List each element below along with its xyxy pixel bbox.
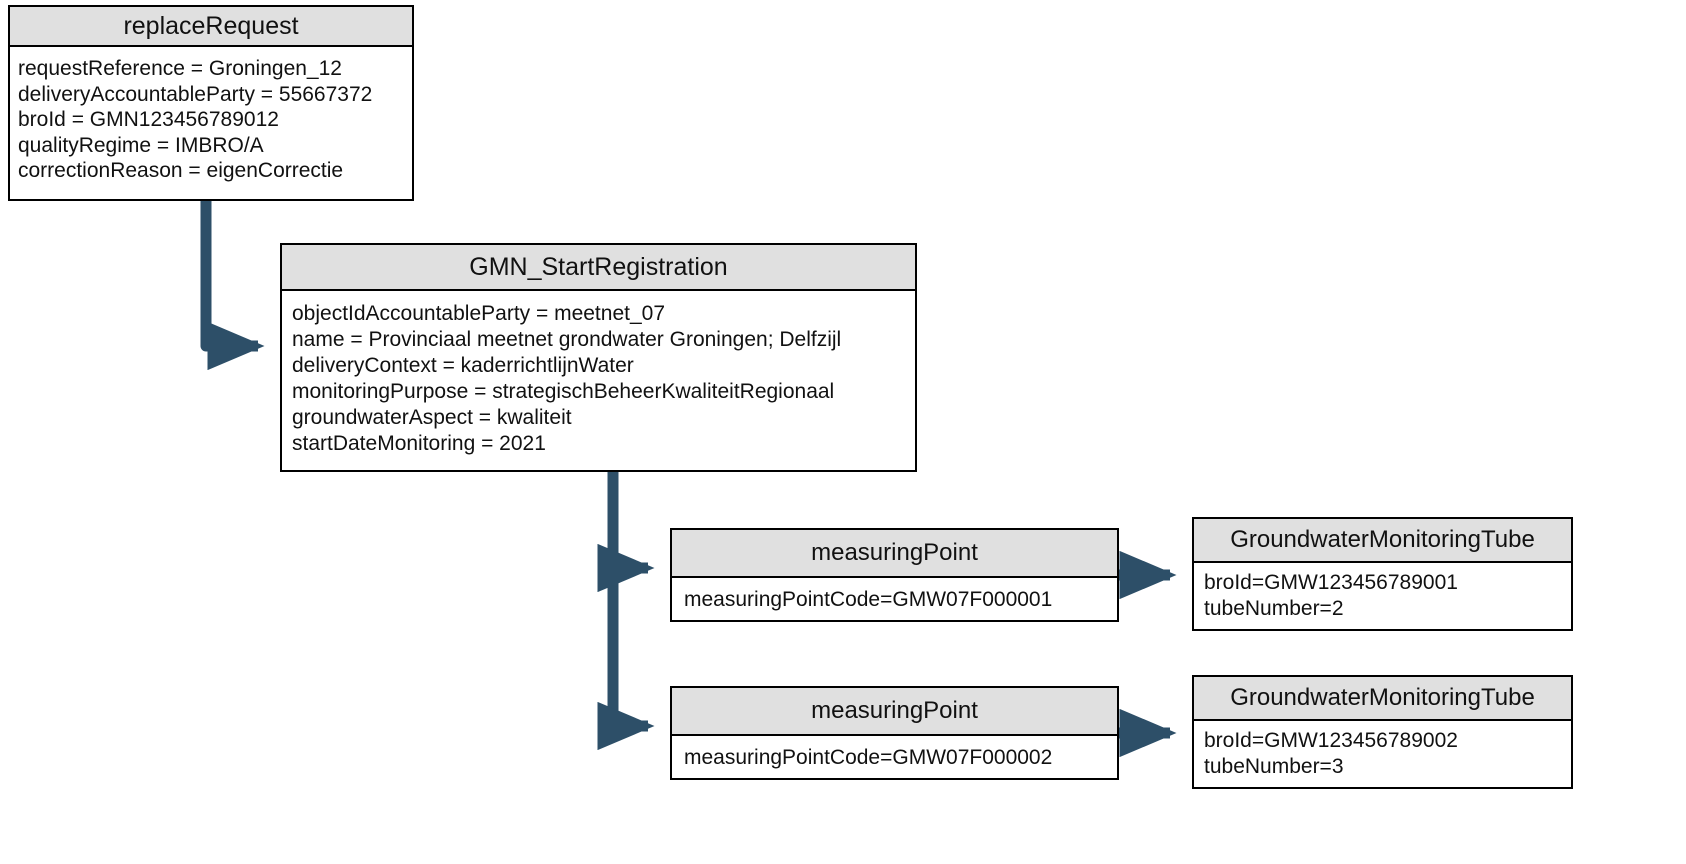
object-box-gmn-start-registration[interactable]: GMN_StartRegistration objectIdAccountabl… xyxy=(280,243,917,472)
object-box-attributes-groundwater-monitoring-tube-1: broId=GMW123456789001 tubeNumber=2 xyxy=(1194,563,1571,621)
object-box-attributes-measuring-point-2: measuringPointCode=GMW07F000002 xyxy=(672,736,1117,770)
attribute-row: tubeNumber=2 xyxy=(1204,596,1344,620)
object-box-replace-request[interactable]: replaceRequest requestReference = Gronin… xyxy=(8,5,414,201)
object-box-title-groundwater-monitoring-tube-2: GroundwaterMonitoringTube xyxy=(1194,677,1571,721)
object-box-title-measuring-point-1: measuringPoint xyxy=(672,530,1117,578)
object-box-attributes-groundwater-monitoring-tube-2: broId=GMW123456789002 tubeNumber=3 xyxy=(1194,721,1571,779)
object-box-attributes-replace-request: requestReference = Groningen_12 delivery… xyxy=(10,47,412,184)
object-box-title-gmn-start-registration: GMN_StartRegistration xyxy=(282,245,915,291)
attribute-row: startDateMonitoring = 2021 xyxy=(292,432,546,455)
attribute-row: tubeNumber=3 xyxy=(1204,754,1344,778)
object-box-title-replace-request: replaceRequest xyxy=(10,7,412,47)
object-box-title-groundwater-monitoring-tube-1: GroundwaterMonitoringTube xyxy=(1194,519,1571,563)
object-box-groundwater-monitoring-tube-2[interactable]: GroundwaterMonitoringTube broId=GMW12345… xyxy=(1192,675,1573,789)
object-box-title-measuring-point-2: measuringPoint xyxy=(672,688,1117,736)
attribute-row: broId=GMW123456789001 xyxy=(1204,571,1458,594)
object-box-measuring-point-2[interactable]: measuringPoint measuringPointCode=GMW07F… xyxy=(670,686,1119,780)
attribute-row: requestReference = Groningen_12 xyxy=(18,57,342,80)
attribute-row: monitoringPurpose = strategischBeheerKwa… xyxy=(292,380,835,403)
attribute-row: correctionReason = eigenCorrectie xyxy=(18,159,344,182)
connector-replace-request-to-gmn-start-registration xyxy=(200,201,265,371)
attribute-row: measuringPointCode=GMW07F000001 xyxy=(684,588,1053,611)
connector-gmn-start-registration-to-measuring-point-2 xyxy=(597,472,655,751)
object-box-attributes-measuring-point-1: measuringPointCode=GMW07F000001 xyxy=(672,578,1117,612)
object-box-groundwater-monitoring-tube-1[interactable]: GroundwaterMonitoringTube broId=GMW12345… xyxy=(1192,517,1573,631)
attribute-row: broId=GMW123456789002 xyxy=(1204,729,1458,752)
attribute-row: measuringPointCode=GMW07F000002 xyxy=(684,746,1053,769)
attribute-row: broId = GMN123456789012 xyxy=(18,108,279,131)
object-box-measuring-point-1[interactable]: measuringPoint measuringPointCode=GMW07F… xyxy=(670,528,1119,622)
attribute-row: deliveryAccountableParty = 55667372 xyxy=(18,82,373,106)
attribute-row: groundwaterAspect = kwaliteit xyxy=(292,406,572,429)
attribute-row: name = Provinciaal meetnet grondwater Gr… xyxy=(292,328,842,351)
attribute-row: objectIdAccountableParty = meetnet_07 xyxy=(292,302,665,325)
attribute-row: qualityRegime = IMBRO/A xyxy=(18,133,264,157)
connector-gmn-start-registration-to-measuring-point-1 xyxy=(597,472,655,593)
attribute-row: deliveryContext = kaderrichtlijnWater xyxy=(292,354,634,377)
object-box-attributes-gmn-start-registration: objectIdAccountableParty = meetnet_07 na… xyxy=(282,291,915,457)
